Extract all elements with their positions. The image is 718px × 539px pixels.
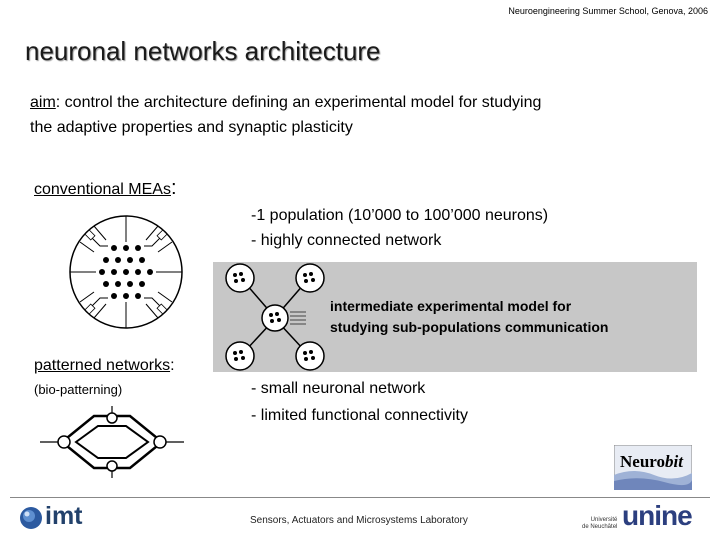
unine-small-line2: de Neuchâtel xyxy=(582,524,618,530)
patterned-bullet-2: - limited functional connectivity xyxy=(251,407,468,424)
imt-globe-icon xyxy=(20,507,42,529)
mea-electrode-array-icon xyxy=(69,215,183,329)
intermediate-model-diagram-icon xyxy=(225,263,325,371)
callout-box xyxy=(213,262,697,372)
callout-line1: intermediate experimental model for xyxy=(330,298,572,314)
neurobit-logo-graphic: Neurobit xyxy=(613,444,693,491)
slide-title: neuronal networks architecture xyxy=(25,36,381,66)
patterned-network-diagram-icon xyxy=(40,406,184,478)
footer-divider xyxy=(10,497,710,498)
unine-logo-text: unine xyxy=(622,500,693,531)
patterned-networks-heading: patterned networks: xyxy=(34,357,175,375)
bio-patterning-label: (bio-patterning) xyxy=(34,382,123,397)
aim-text-line1: : control the architecture defining an e… xyxy=(55,94,542,111)
neurobit-logo: Neurobit xyxy=(613,444,693,491)
unine-small-line1: Université xyxy=(590,517,618,523)
patterned-colon: : xyxy=(170,357,175,374)
callout-text: intermediate experimental model for stud… xyxy=(330,296,608,338)
patterned-bullet-1: - small neuronal network xyxy=(251,380,426,397)
callout-line2: studying sub-populations communication xyxy=(330,319,609,335)
unine-small-text: Université de Neuchâtel xyxy=(582,517,617,531)
aim-paragraph: aim: control the architecture defining a… xyxy=(30,90,700,140)
aim-label: aim xyxy=(30,94,56,111)
imt-logo-text: imt xyxy=(45,502,83,530)
footer-lab-name: Sensors, Actuators and Microsystems Labo… xyxy=(250,515,468,526)
patterned-label: patterned networks xyxy=(34,357,171,374)
header-note: Neuroengineering Summer School, Genova, … xyxy=(508,6,708,16)
aim-text-line2: the adaptive properties and synaptic pla… xyxy=(30,119,353,136)
conventional-bullet-2: - highly connected network xyxy=(251,232,442,249)
svg-text:Neurobit: Neurobit xyxy=(620,452,684,471)
conventional-label: conventional MEAs xyxy=(34,181,171,198)
conventional-meas-heading: conventional MEAs: xyxy=(34,177,177,200)
conventional-bullet-1: -1 population (10’000 to 100’000 neurons… xyxy=(251,207,549,224)
conventional-colon: : xyxy=(170,177,177,199)
